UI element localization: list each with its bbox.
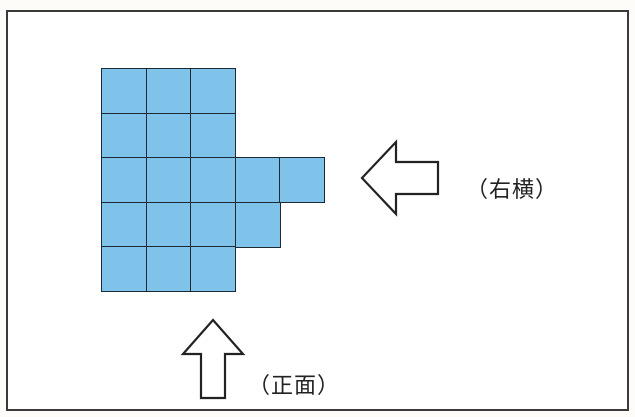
diagram-frame xyxy=(6,10,629,411)
right-view-arrow-icon xyxy=(360,139,440,217)
block-cell xyxy=(234,157,281,203)
block-cell xyxy=(190,68,236,114)
block-cell xyxy=(101,246,147,292)
block-cell xyxy=(101,157,147,203)
block-cell xyxy=(145,68,192,114)
block-cell xyxy=(145,112,192,159)
front-view-arrow-icon xyxy=(180,318,246,400)
block-cell xyxy=(190,201,236,248)
front-view-label: （正面） xyxy=(248,374,341,399)
block-cell xyxy=(190,112,236,159)
block-cell xyxy=(279,157,325,203)
block-cell xyxy=(145,201,192,248)
block-cell xyxy=(234,201,281,248)
block-cell xyxy=(101,201,147,248)
block-cell xyxy=(101,112,147,159)
block-cell xyxy=(145,157,192,203)
block-cell xyxy=(145,246,192,292)
block-cell xyxy=(190,246,236,292)
block-cell xyxy=(190,157,236,203)
block-cell xyxy=(101,68,147,114)
right-view-label: （右横） xyxy=(466,178,559,203)
